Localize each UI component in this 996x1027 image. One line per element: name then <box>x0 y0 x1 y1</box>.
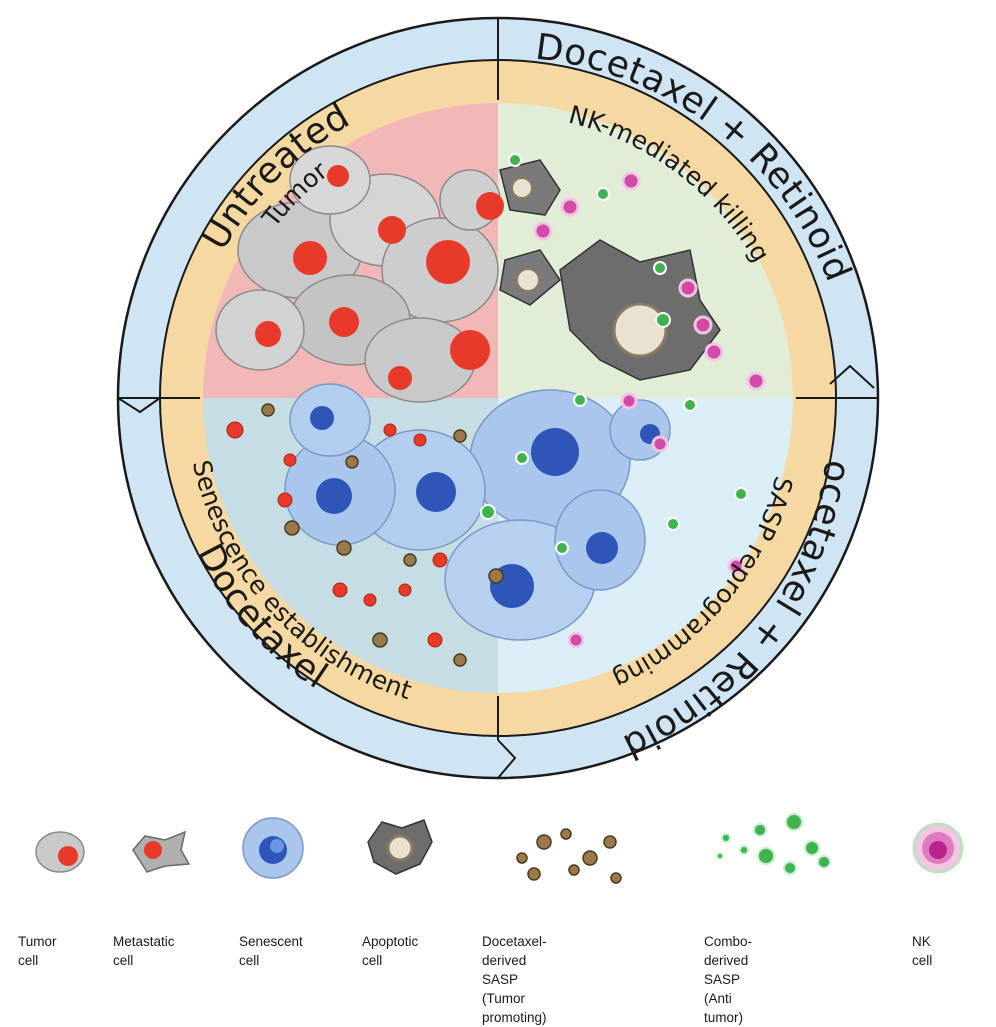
docetaxel-sasp <box>261 403 275 417</box>
combo-sasp <box>653 261 667 275</box>
tumor-nucleus <box>476 192 504 220</box>
tumor-nucleus <box>450 330 490 370</box>
combo-sasp <box>596 187 610 201</box>
docetaxel-sasp <box>488 568 504 584</box>
nk-cell <box>693 315 713 335</box>
combo-sasp <box>683 398 697 412</box>
metastatic-cell <box>226 421 244 439</box>
apoptotic-cell-icon <box>367 819 433 875</box>
apoptotic-nucleus <box>511 177 533 199</box>
nk-cells <box>533 171 766 649</box>
senescent-nucleus <box>310 406 334 430</box>
senescent-nucleus <box>316 478 352 514</box>
nk-cell <box>567 631 585 649</box>
combo-sasp <box>555 541 569 555</box>
metastatic-cell-icon <box>132 830 191 873</box>
docetaxel-sasp <box>284 520 300 536</box>
tumor-nucleus <box>255 321 281 347</box>
legend: Tumor cell Metastatic cell Senescent cel… <box>0 800 996 1025</box>
combo-sasp <box>515 451 529 465</box>
combo-sasp <box>666 517 680 531</box>
ring-dividers <box>117 18 878 779</box>
metastatic-cell <box>432 552 448 568</box>
metastatic-cells <box>226 421 448 648</box>
tumor-nucleus <box>329 307 359 337</box>
legend-label: Senescent cell <box>239 934 303 968</box>
docetaxel-sasp <box>453 429 467 443</box>
senescent-nucleus <box>416 472 456 512</box>
apoptotic-nuclei <box>511 177 668 358</box>
apoptotic-nucleus <box>612 302 668 358</box>
metastatic-cell <box>427 632 443 648</box>
docetaxel-sasp-particles <box>261 403 504 667</box>
nk-cell <box>727 557 745 575</box>
nk-cell <box>560 197 580 217</box>
senescent-nuclei <box>310 406 660 608</box>
combo-sasp-particles <box>480 153 748 555</box>
legend-label: NK cell <box>912 934 933 968</box>
legend-label: Docetaxel-derived SASP (Tumor promoting) <box>482 934 547 1025</box>
metastatic-cell <box>332 582 348 598</box>
nk-cell <box>533 221 553 241</box>
nk-cell <box>746 371 766 391</box>
metastatic-cell <box>383 423 397 437</box>
combo-sasp <box>734 487 748 501</box>
tumor-cell-icon <box>35 831 85 873</box>
metastatic-cell <box>363 593 377 607</box>
nk-cell <box>621 171 641 191</box>
nk-cell-icon <box>912 822 964 874</box>
combo-sasp <box>480 504 496 520</box>
metastatic-cell <box>413 433 427 447</box>
docetaxel-sasp <box>403 553 417 567</box>
legend-label: Tumor cell <box>18 934 57 968</box>
combo-sasp <box>508 153 522 167</box>
senescent-cell-icon <box>242 817 304 879</box>
combo-sasp <box>655 312 671 328</box>
docetaxel-sasp <box>345 455 359 469</box>
tumor-nucleus <box>426 240 470 284</box>
legend-label: Apoptotic cell <box>362 934 419 968</box>
combo-sasp-icon <box>716 813 831 875</box>
metastatic-cell <box>398 583 412 597</box>
tumor-nucleus <box>378 216 406 244</box>
tumor-nucleus <box>388 366 412 390</box>
tumor-nucleus <box>293 241 327 275</box>
docetaxel-sasp-icon <box>516 828 622 884</box>
legend-label: Metastatic cell <box>113 934 175 968</box>
combo-sasp <box>573 393 587 407</box>
nk-cell <box>620 392 638 410</box>
docetaxel-sasp <box>372 632 388 648</box>
tumor-nuclei <box>255 165 504 390</box>
tumor-nucleus <box>327 165 349 187</box>
docetaxel-sasp <box>336 540 352 556</box>
nk-cell <box>678 278 698 298</box>
apoptotic-nucleus <box>516 268 540 292</box>
nk-cell <box>704 342 724 362</box>
metastatic-cell <box>283 453 297 467</box>
nk-cell <box>651 435 669 453</box>
docetaxel-sasp <box>453 653 467 667</box>
metastatic-cell <box>277 492 293 508</box>
treatment-cycle-diagram: Untreated Tumor Docetaxel + Retinoids NK… <box>0 0 880 780</box>
senescent-nucleus <box>586 532 618 564</box>
legend-label: Combo-derived SASP (Anti tumor) <box>704 934 753 1025</box>
senescent-nucleus <box>531 428 579 476</box>
